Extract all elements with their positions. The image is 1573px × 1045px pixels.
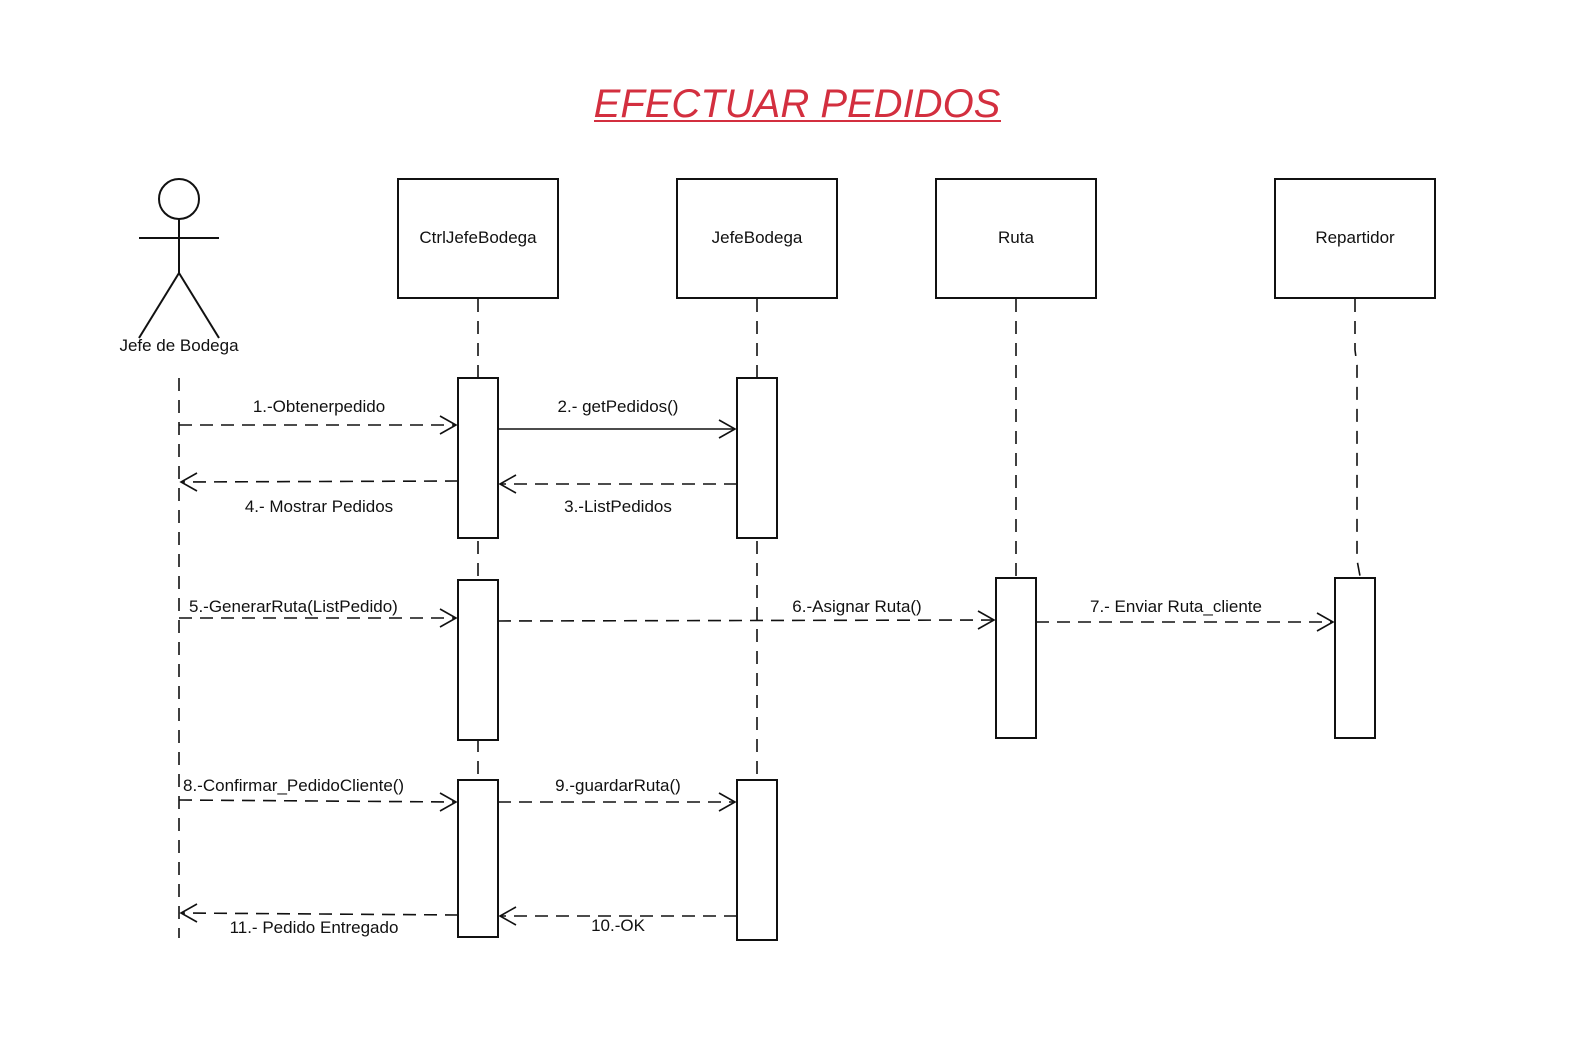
object-jefebodega: JefeBodega — [676, 178, 838, 299]
message-label: 7.- Enviar Ruta_cliente — [1090, 597, 1262, 616]
message-label: 5.-GenerarRuta(ListPedido) — [189, 597, 398, 616]
object-box — [676, 178, 838, 299]
activation-ctrljefebodega-1 — [457, 377, 499, 539]
lifeline-repartidor — [1354, 299, 1361, 577]
message-label: 4.- Mostrar Pedidos — [245, 497, 393, 516]
activation-ctrljefebodega-3 — [457, 779, 499, 938]
object-box — [397, 178, 559, 299]
object-box — [1274, 178, 1436, 299]
diagram-title: EFECTUAR PEDIDOS — [594, 82, 1001, 126]
arrowhead-icon — [439, 415, 458, 435]
message-arrow — [497, 619, 995, 622]
object-ruta: Ruta — [935, 178, 1097, 299]
message-2: 2.- getPedidos() — [498, 397, 737, 439]
message-8: 8.-Confirmar_PedidoCliente() — [178, 776, 458, 812]
message-9: 9.-guardarRuta() — [498, 776, 737, 812]
activation-ctrljefebodega-2 — [457, 579, 499, 741]
message-arrow — [180, 912, 459, 916]
arrowhead-icon — [498, 474, 517, 494]
activation-ruta — [995, 577, 1037, 739]
message-label: 10.-OK — [591, 916, 646, 935]
arrowhead-icon — [179, 903, 198, 923]
message-10: 10.-OK — [498, 906, 737, 935]
message-5: 5.-GenerarRuta(ListPedido) — [179, 597, 458, 628]
object-label: JefeBodega — [712, 228, 803, 247]
actor-jefe-de-bodega: Jefe de Bodega — [119, 178, 239, 938]
object-label: Ruta — [998, 228, 1034, 247]
message-label: 1.-Obtenerpedido — [253, 397, 385, 416]
message-arrow — [178, 799, 457, 803]
arrowhead-icon — [179, 472, 198, 492]
message-11: 11.- Pedido Entregado — [179, 903, 459, 937]
object-repartidor: Repartidor — [1274, 178, 1436, 299]
arrowhead-icon — [977, 610, 996, 630]
object-box — [935, 178, 1097, 299]
stick-figure-icon — [138, 178, 220, 339]
arrowhead-icon — [439, 608, 458, 628]
message-3: 3.-ListPedidos — [498, 474, 737, 516]
arrowhead-icon — [718, 792, 737, 812]
message-7: 7.- Enviar Ruta_cliente — [1036, 597, 1335, 632]
arrowhead-icon — [498, 906, 517, 926]
message-label: 2.- getPedidos() — [558, 397, 679, 416]
actor-label: Jefe de Bodega — [119, 336, 239, 355]
object-label: Repartidor — [1315, 228, 1395, 247]
message-4: 4.- Mostrar Pedidos — [179, 472, 459, 516]
message-label: 8.-Confirmar_PedidoCliente() — [183, 776, 404, 795]
message-label: 9.-guardarRuta() — [555, 776, 681, 795]
message-1: 1.-Obtenerpedido — [179, 397, 458, 435]
message-label: 6.-Asignar Ruta() — [792, 597, 921, 616]
message-label: 3.-ListPedidos — [564, 497, 672, 516]
arrowhead-icon — [718, 419, 737, 439]
activation-repartidor — [1334, 577, 1376, 739]
activation-jefebodega-1 — [736, 377, 778, 539]
message-arrow — [180, 480, 459, 483]
message-6: 6.-Asignar Ruta() — [497, 597, 996, 630]
message-label: 11.- Pedido Entregado — [230, 918, 399, 937]
object-ctrljefebodega: CtrlJefeBodega — [397, 178, 559, 299]
arrowhead-icon — [439, 792, 458, 812]
activation-jefebodega-2 — [736, 779, 778, 941]
arrowhead-icon — [1316, 612, 1335, 632]
object-label: CtrlJefeBodega — [419, 228, 537, 247]
